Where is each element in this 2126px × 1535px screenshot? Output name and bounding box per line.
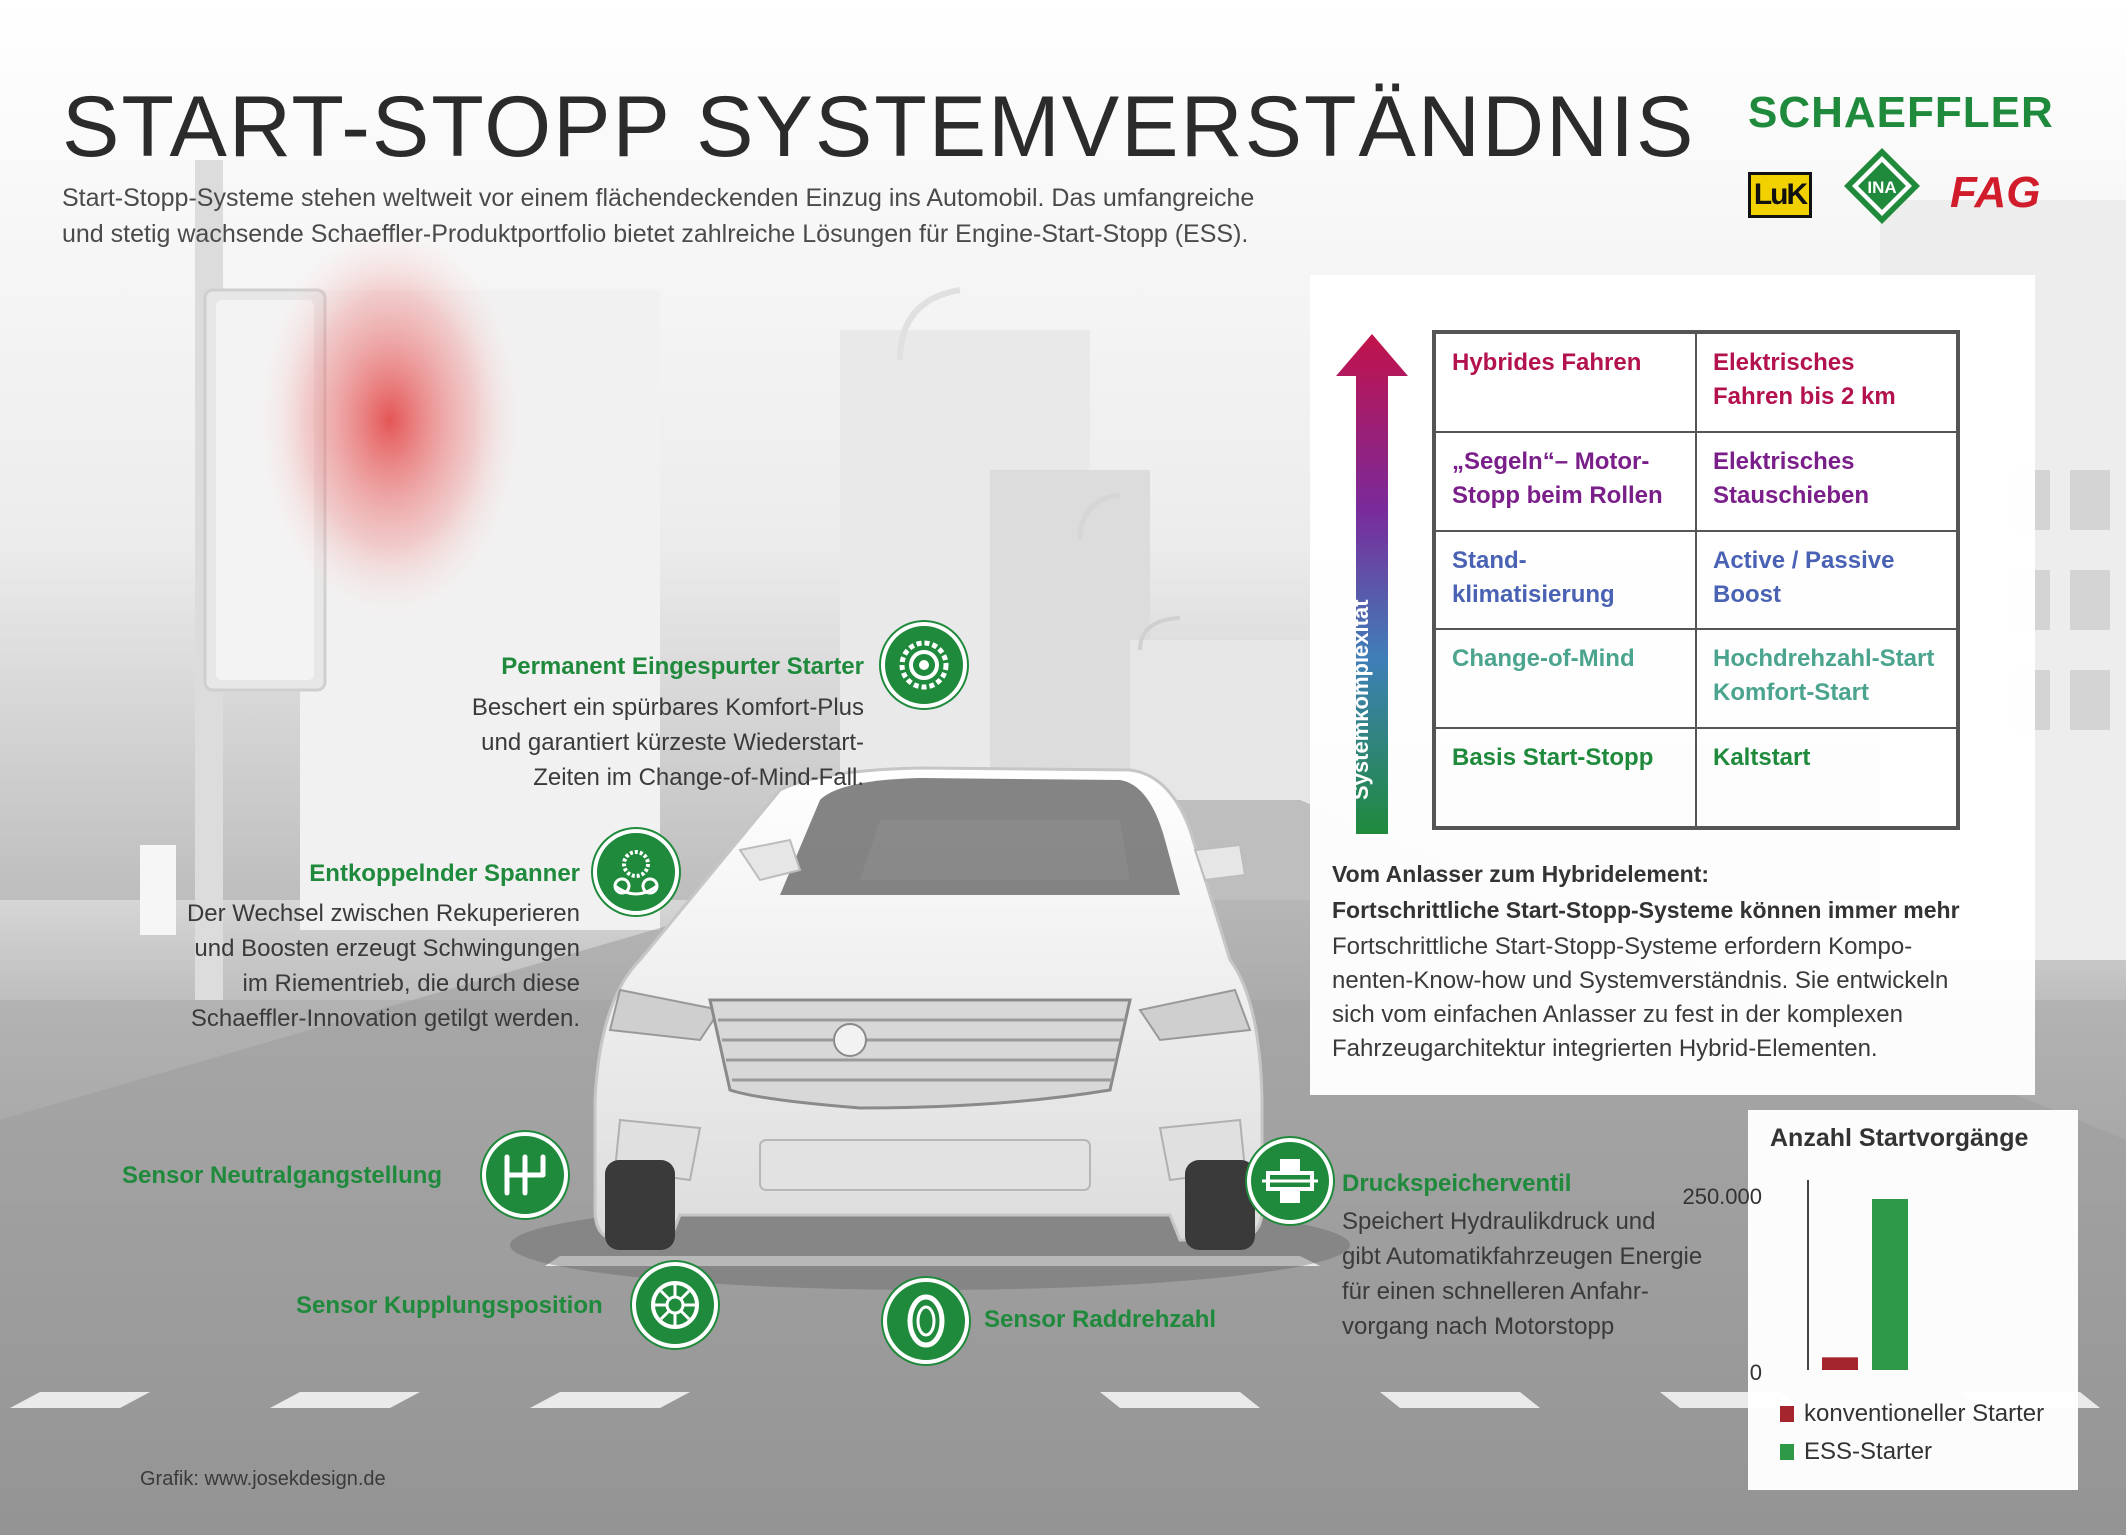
gear-shift-icon (482, 1132, 568, 1218)
complexity-cell-line: Stopp beim Rollen (1452, 481, 1663, 509)
fag-logo: FAG (1950, 168, 2041, 217)
chart-bar-conventional (1822, 1357, 1858, 1370)
complexity-axis-label: Systemkomplexität (1348, 599, 1373, 800)
complexity-cell-line: Stand- (1452, 546, 1527, 574)
feature-desc-line: vorgang nach Motorstopp (1342, 1313, 1615, 1340)
legend-swatch-ess (1780, 1444, 1794, 1460)
feature-desc-line: Schaeffler-Innovation getilgt werden. (190, 1005, 580, 1032)
complexity-cell-line: Komfort-Start (1713, 679, 1869, 707)
complexity-arrow (1336, 334, 1408, 834)
complexity-cell-line: Kaltstart (1713, 744, 1811, 772)
complexity-cell-line: Hochdrehzahl-Start (1713, 645, 1935, 673)
feature-desc-line: Speichert Hydraulikdruck und (1342, 1208, 1656, 1235)
feature-title-wheel-speed: Sensor Raddrehzahl (984, 1306, 1217, 1333)
complexity-cell-right: Kaltstart (1696, 728, 1957, 827)
complexity-panel (1310, 275, 2035, 1095)
complexity-cell-line: „Segeln“– Motor- (1452, 447, 1650, 475)
luk-logo: LuK (1748, 172, 1812, 218)
chart-ytick-zero: 0 (1749, 1360, 1762, 1385)
feature-title-neutral-gear: Sensor Neutralgangstellung (122, 1162, 443, 1189)
legend-label-ess: ESS-Starter (1804, 1438, 1933, 1465)
feature-title-clutch: Sensor Kupplungsposition (296, 1292, 603, 1319)
feature-desc-starter: Beschert ein spürbares Komfort-Plus und … (344, 690, 864, 795)
gear-icon (881, 622, 967, 708)
ina-logo: INA (1844, 148, 1920, 224)
feature-desc-valve: Speichert Hydraulikdruck und gibt Automa… (1342, 1204, 1762, 1344)
complexity-cell-line: Basis Start-Stopp (1452, 744, 1654, 772)
complexity-cell-left: „Segeln“– Motor- Stopp beim Rollen (1435, 431, 1696, 531)
intro-line-1: Start-Stopp-Systeme stehen weltweit vor … (62, 184, 1255, 212)
legend-swatch-conventional (1780, 1406, 1794, 1422)
complexity-text-line: sich vom einfachen Anlasser zu fest in d… (1332, 1001, 1903, 1028)
start-count-chart (1748, 1110, 2078, 1490)
chart-ytick-max: 250.000 (1682, 1184, 1762, 1209)
feature-desc-line: für einen schnelleren Anfahr- (1342, 1278, 1649, 1305)
complexity-cell-line: Boost (1713, 580, 1781, 608)
valve-icon (1247, 1138, 1333, 1224)
page-title: START-STOPP SYSTEMVERSTÄNDNIS (62, 79, 1696, 175)
complexity-text: Fortschrittliche Start-Stopp-Systeme erf… (1332, 930, 2032, 1066)
complexity-cell-line: Fahren bis 2 km (1713, 383, 1896, 410)
complexity-cell-line: Hybrides Fahren (1452, 349, 1642, 376)
feature-title-valve: Druckspeicherventil (1342, 1170, 1572, 1197)
belt-tensioner-icon (593, 829, 679, 915)
feature-title-starter: Permanent Eingespurter Starter (501, 653, 864, 680)
clutch-icon (632, 1262, 718, 1348)
complexity-heading: Vom Anlasser zum Hybridelement: Fortschr… (1332, 856, 1960, 928)
schaeffler-logo: SCHAEFFLER (1748, 88, 2054, 137)
feature-desc-line: im Riementrieb, die durch diese (242, 970, 581, 997)
complexity-cell-left: Basis Start-Stopp (1435, 728, 1696, 827)
complexity-cell-left: Hybrides Fahren (1435, 333, 1696, 432)
credit-text: Grafik: www.josekdesign.de (140, 1468, 386, 1490)
complexity-heading-line: Fortschrittliche Start-Stopp-Systeme kön… (1332, 897, 1960, 923)
complexity-cell-line: Stauschieben (1713, 481, 1870, 509)
feature-desc-line: Beschert ein spürbares Komfort-Plus (471, 694, 864, 721)
feature-desc-line: und Boosten erzeugt Schwingungen (194, 935, 580, 962)
complexity-cell-left: Change-of-Mind (1435, 629, 1696, 729)
feature-desc-tensioner: Der Wechsel zwischen Rekuperieren und Bo… (60, 896, 580, 1036)
complexity-cell-line: Change-of-Mind (1452, 645, 1635, 673)
feature-desc-line: Der Wechsel zwischen Rekuperieren (186, 900, 580, 927)
complexity-heading-line: Vom Anlasser zum Hybridelement: (1332, 861, 1710, 887)
ina-logo-text: INA (1867, 178, 1896, 197)
complexity-text-line: nenten-Know-how und Systemverständnis. S… (1332, 967, 1949, 994)
chart-bar-ess (1872, 1199, 1908, 1370)
feature-title-tensioner: Entkoppelnder Spanner (309, 860, 580, 887)
feature-desc-line: und garantiert kürzeste Wiederstart- (481, 729, 864, 756)
intro-text: Start-Stopp-Systeme stehen weltweit vor … (62, 180, 1382, 252)
feature-desc-line: Zeiten im Change-of-Mind-Fall. (533, 764, 864, 791)
complexity-cell-left: Stand-klimatisierung (1435, 530, 1696, 630)
complexity-cell-line: Elektrisches (1713, 447, 1855, 475)
chart-plot-area (1807, 1180, 1908, 1370)
chart-title: Anzahl Startvorgänge (1770, 1124, 2029, 1152)
complexity-cell-line: klimatisierung (1452, 580, 1615, 608)
complexity-text-line: Fortschrittliche Start-Stopp-Systeme erf… (1332, 933, 1913, 960)
complexity-cell-line: Active / Passive (1713, 546, 1895, 574)
tire-icon (883, 1278, 969, 1364)
complexity-text-line: Fahrzeugarchitektur integrierten Hybrid-… (1332, 1035, 1878, 1062)
complexity-cell-line: Elektrisches (1713, 349, 1855, 376)
legend-label-conventional: konventioneller Starter (1804, 1400, 2045, 1427)
feature-desc-line: gibt Automatikfahrzeugen Energie (1342, 1243, 1703, 1270)
intro-line-2: und stetig wachsende Schaeffler-Produktp… (62, 220, 1249, 248)
